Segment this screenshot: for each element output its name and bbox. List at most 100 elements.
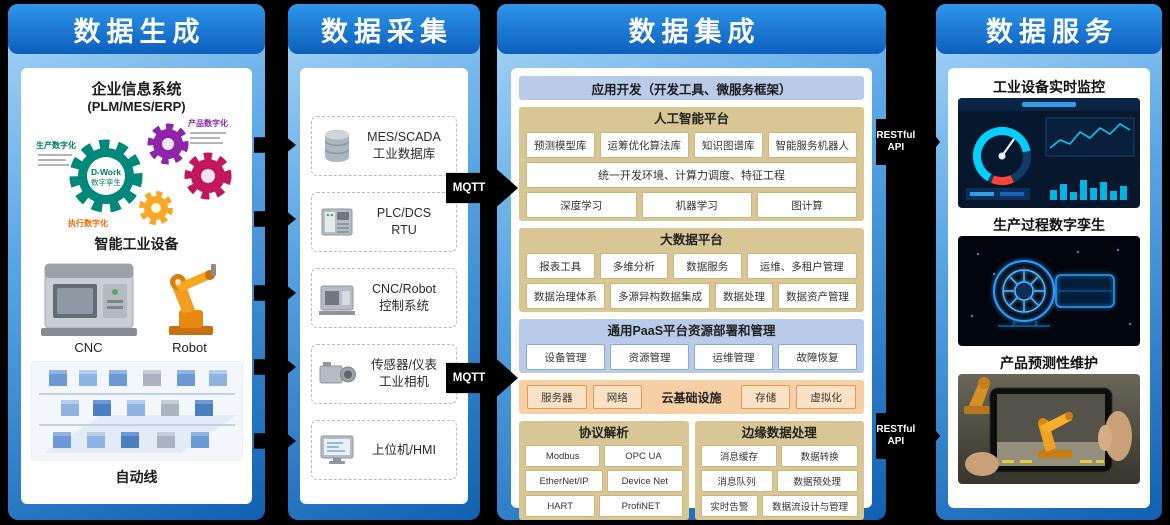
- edge-row-2: 消息队列 数据预处理: [700, 470, 858, 492]
- device-label-line1: 上位机/HMI: [372, 442, 436, 457]
- hmi-monitor-icon: [320, 435, 354, 464]
- protocol-chip: Modbus: [525, 445, 601, 467]
- ai-capability-chip: 运筹优化算法库: [599, 132, 689, 158]
- edge-chip: 数据流设计与管理: [762, 495, 858, 517]
- industrial-camera-icon: [319, 362, 356, 384]
- restful-label: RESTful API: [876, 130, 916, 155]
- bigdata-capability-chip: 数据治理体系: [526, 283, 605, 309]
- gear-label-execution: 执行数字化: [68, 218, 108, 228]
- bigdata-capability-chip: 多维分析: [599, 253, 668, 279]
- protocol-chip: EtherNet/IP: [525, 470, 604, 492]
- ai-env-bar: 统一开发环境、计算力调度、特征工程: [526, 162, 857, 188]
- service-twin-block: 生产过程数字孪生: [958, 214, 1140, 346]
- database-icon: [324, 130, 350, 162]
- cloud-infra-row: 服务器 网络 云基础设施 存储 虚拟化: [519, 380, 864, 414]
- cloud-infra-chip: 服务器: [527, 385, 587, 409]
- cloud-infra-chip: 存储: [741, 385, 791, 409]
- cloud-infra-chip: 虚拟化: [796, 385, 856, 409]
- cloud-infra-title: 云基础设施: [661, 390, 722, 405]
- automatic-line-label: 自动线: [115, 469, 158, 485]
- bigdata-capability-chip: 报表工具: [526, 253, 595, 279]
- data-integration-header: 数据集成: [497, 4, 886, 54]
- restful-label-line2: API: [887, 436, 905, 447]
- column-data-collection: 数据采集 MES/SCADA 工业数据库: [288, 4, 480, 520]
- bigdata-platform-section: 大数据平台 报表工具 多维分析 数据服务 运维、多租户管理 数据治理体系 多源异…: [519, 228, 864, 312]
- enterprise-system-subtitle: (PLM/MES/ERP): [87, 99, 186, 114]
- protocol-row-2: EtherNet/IP Device Net: [525, 470, 683, 492]
- device-box-sensor-camera: 传感器/仪表 工业相机: [311, 344, 457, 404]
- data-generation-title: 数据生成: [73, 16, 206, 47]
- device-box-label: 传感器/仪表 工业相机: [357, 357, 451, 391]
- restful-label: RESTful API: [876, 424, 916, 449]
- edge-protocol-row: 协议解析 Modbus OPC UA EtherNet/IP Device Ne…: [519, 421, 864, 520]
- protocol-chip: ProfiNET: [599, 495, 683, 517]
- edge-chip: 实时告警: [700, 495, 759, 517]
- mqtt-label: MQTT: [452, 372, 486, 384]
- protocol-row-1: Modbus OPC UA: [525, 445, 683, 467]
- gear-orange: [139, 191, 173, 225]
- smart-equipment-title: 智能工业设备: [94, 236, 179, 252]
- paas-capability-chip: 故障恢复: [778, 344, 857, 370]
- edge-chip: 消息队列: [700, 470, 773, 492]
- right-hand: [1104, 411, 1132, 461]
- protocol-row-3: HART ProfiNET: [525, 495, 683, 517]
- bigdata-platform-title: 大数据平台: [660, 233, 723, 247]
- dashboard-bars: [1050, 180, 1127, 200]
- cnc-label: CNC: [74, 340, 103, 355]
- bigdata-row-2: 数据治理体系 多源异构数据集成 数据处理 数据资产管理: [526, 283, 857, 309]
- restful-arrow-top: RESTful API: [876, 111, 940, 173]
- device-box-cnc-robot: CNC/Robot 控制系统: [311, 268, 457, 328]
- column-data-services: 数据服务 工业设备实时监控: [936, 4, 1162, 520]
- dashboard-gauge: [973, 127, 1031, 185]
- gear-caption-lines: [38, 132, 226, 166]
- ai-capability-chip: 知识图谱库: [694, 132, 763, 158]
- cnc-machine: CNC: [40, 258, 137, 355]
- ai-capability-chip: 机器学习: [641, 192, 752, 218]
- left-hand: [965, 452, 999, 476]
- edge-row-3: 实时告警 数据流设计与管理: [700, 495, 858, 517]
- factory-machines: [48, 370, 227, 448]
- gear-center-label: D-Work: [91, 167, 121, 177]
- ai-platform-title: 人工智能平台: [653, 112, 729, 126]
- mqtt-label: MQTT: [452, 182, 486, 194]
- robot-arm-image: [168, 264, 216, 335]
- device-label-line1: 传感器/仪表: [371, 358, 437, 373]
- paas-row: 设备管理 资源管理 运维管理 故障恢复: [526, 344, 857, 370]
- cnc-controller-icon: [319, 285, 355, 315]
- data-generation-header: 数据生成: [8, 4, 265, 54]
- gear-magenta: [184, 152, 232, 200]
- gear-label-product: 产品数字化: [188, 118, 228, 128]
- digital-twin-image: [958, 236, 1140, 346]
- service-maintenance-block: 产品预测性维护: [958, 352, 1140, 484]
- device-box-label: MES/SCADA 工业数据库: [357, 129, 451, 163]
- twin-particles: [970, 248, 1132, 326]
- bigdata-row-1: 报表工具 多维分析 数据服务 运维、多租户管理: [526, 253, 857, 279]
- screen-robot: [1038, 412, 1073, 458]
- paas-section: 通用PaaS平台资源部署和管理 设备管理 资源管理 运维管理 故障恢复: [519, 319, 864, 373]
- device-label-line1: CNC/Robot: [372, 282, 436, 297]
- restful-label-line1: RESTful: [876, 423, 916, 435]
- bigdata-capability-chip: 数据服务: [673, 253, 742, 279]
- bigdata-capability-chip: 多源异构数据集成: [610, 283, 710, 309]
- gear-purple: [147, 123, 189, 165]
- data-integration-panel: 应用开发（开发工具、微服务框架） 人工智能平台 预测模型库 运筹优化算法库 知识…: [511, 68, 872, 520]
- device-label-line2: RTU: [391, 223, 417, 237]
- edge-section: 边缘数据处理 消息缓存 数据转换 消息队列 数据预处理 实时告警 数据流设计与管…: [694, 421, 864, 520]
- cnc-machine-image: [40, 263, 137, 336]
- edge-chip: 数据转换: [781, 445, 858, 467]
- restful-label-line1: RESTful: [876, 129, 916, 141]
- automatic-line-image: [30, 361, 243, 461]
- data-services-title: 数据服务: [986, 16, 1118, 47]
- data-integration-title: 数据集成: [628, 16, 761, 47]
- robot-machine: Robot: [147, 258, 233, 355]
- monitoring-dashboard-image: [958, 98, 1140, 208]
- background-robot: [964, 377, 992, 414]
- ai-capability-chip: 深度学习: [526, 192, 637, 218]
- gear-teal: D-Work 数字孪生: [69, 139, 143, 213]
- enterprise-gears-graphic: D-Work 数字孪生 产品数字化: [36, 118, 232, 228]
- bigdata-capability-chip: 运维、多租户管理: [746, 253, 857, 279]
- data-generation-panel: 企业信息系统 (PLM/MES/ERP) D-Work 数字孪生: [21, 68, 252, 504]
- paas-capability-chip: 运维管理: [694, 344, 773, 370]
- plc-icon: [321, 208, 353, 236]
- protocol-title: 协议解析: [578, 426, 629, 440]
